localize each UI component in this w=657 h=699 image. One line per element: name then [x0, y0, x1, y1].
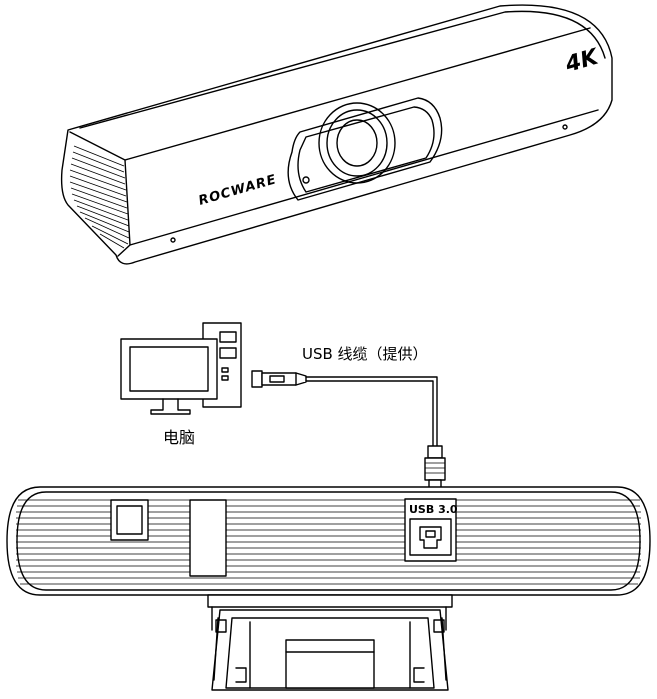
usb-cable [251, 370, 446, 489]
cable-label: USB 线缆（提供） [302, 345, 428, 363]
usb-a-plug-icon [251, 370, 263, 388]
screw-icon [170, 237, 176, 243]
usb-b-plug-icon [424, 445, 446, 489]
computer-label: 电脑 [163, 428, 195, 447]
resolution-badge: 4K [562, 44, 603, 78]
computer-icon [120, 322, 242, 415]
camera-mount [207, 594, 453, 691]
camera-lens [318, 102, 396, 184]
usb3-port-label: USB 3.0 [409, 503, 458, 516]
side-vent-grille [69, 145, 130, 249]
screw-icon [562, 124, 568, 130]
camera-front-view: ROCWARE 4K [60, 4, 613, 265]
camera-rear-view: USB 3.0 [6, 486, 651, 596]
brand-logo: ROCWARE [197, 172, 278, 209]
rear-panel-blank [189, 499, 227, 577]
status-led-icon [302, 176, 310, 184]
usb3-port [404, 498, 457, 562]
